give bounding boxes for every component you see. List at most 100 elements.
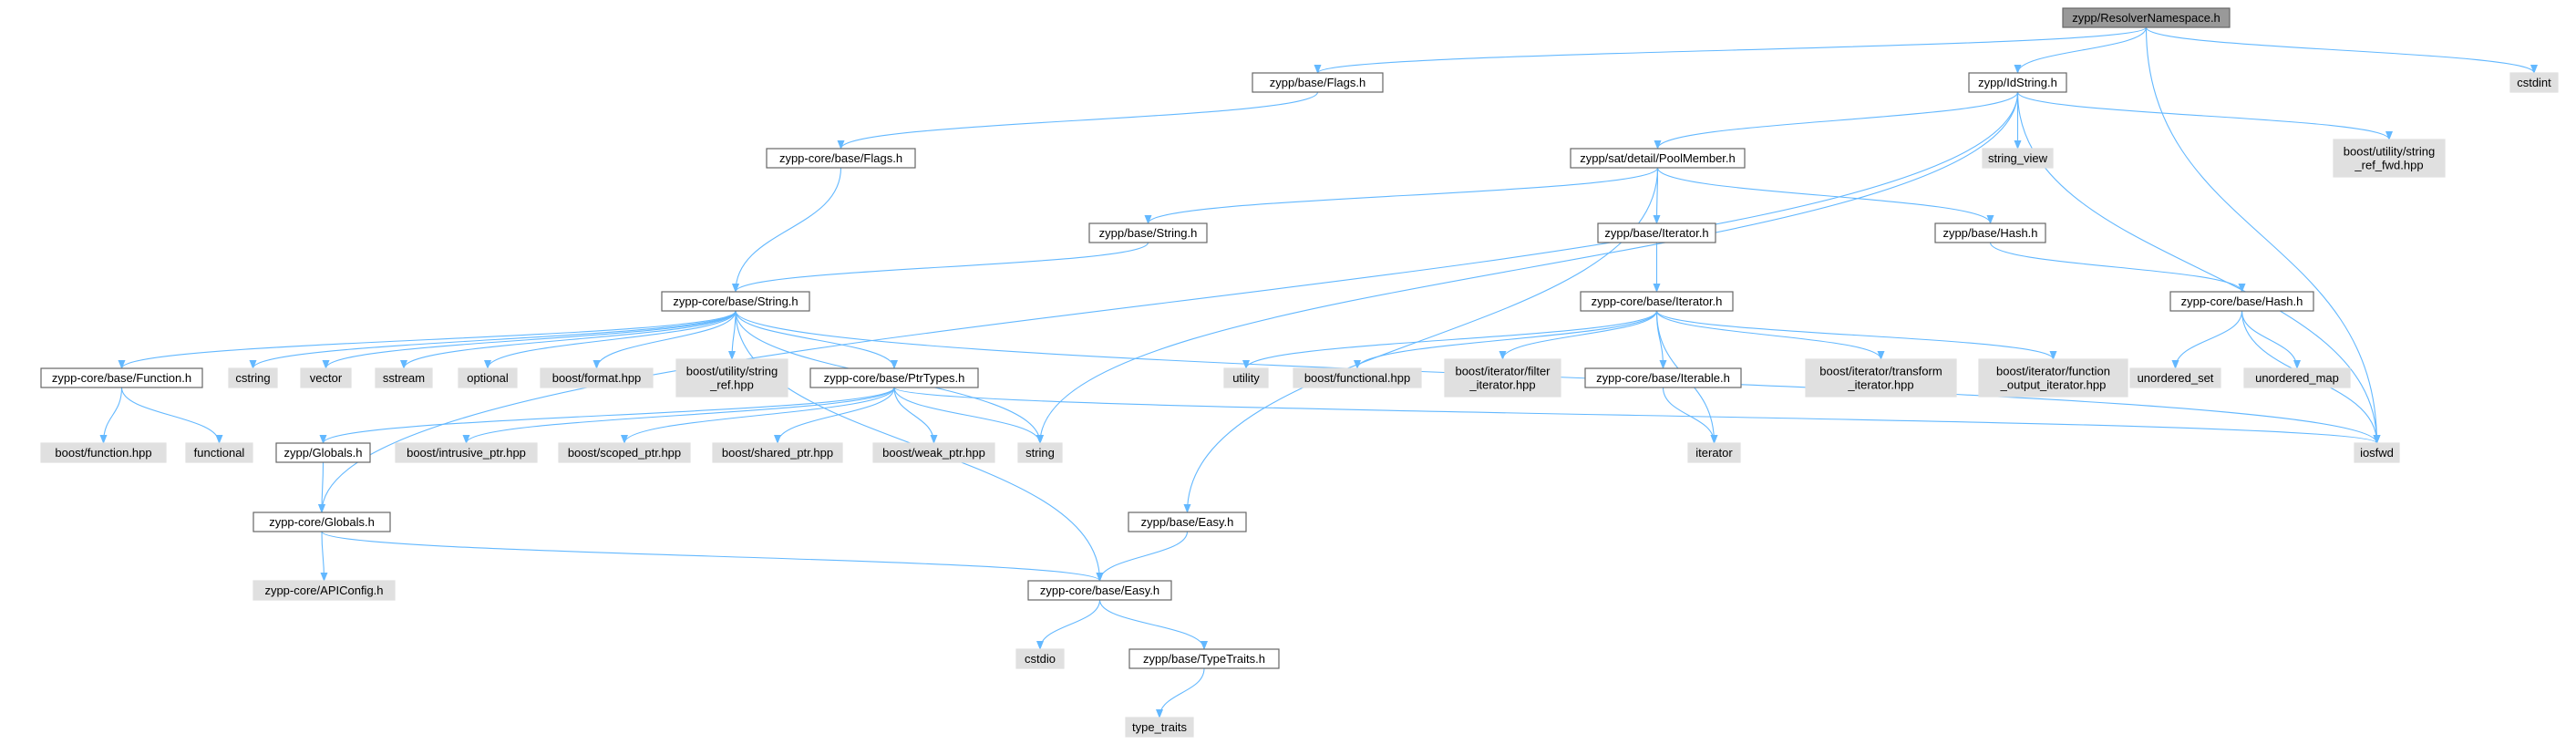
node-box (40, 367, 203, 388)
node-core_globals[interactable]: zypp-core/Globals.h (252, 512, 391, 532)
edge-core_ptrtypes-to-zypp_globals (319, 387, 895, 444)
node-box (2062, 7, 2231, 28)
edge-zypp_globals-to-core_globals (318, 461, 326, 513)
node-label: utility (1232, 371, 1260, 385)
edge-core_iterable-to-iterator (1662, 387, 1718, 444)
node-box (1934, 222, 2046, 243)
node-string_view: string_view (1982, 148, 2054, 169)
node-zypp_globals[interactable]: zypp/Globals.h (275, 442, 371, 463)
edge-core_function-to-boost_function (99, 387, 123, 444)
node-boost_function: boost/function.hpp (40, 442, 167, 463)
edge-idstring-to-core_globals (318, 91, 2019, 513)
node-typetraits[interactable]: zypp/base/TypeTraits.h (1128, 648, 1280, 669)
edge-core_string-to-vector (322, 310, 737, 369)
node-core_easy[interactable]: zypp-core/base/Easy.h (1027, 580, 1172, 601)
node-shared_ptr: boost/shared_ptr.hpp (712, 442, 843, 463)
edge-poolmember-to-base_hash (1656, 167, 1994, 224)
node-core_flags[interactable]: zypp-core/base/Flags.h (766, 148, 916, 169)
node-label: zypp-core/base/Easy.h (1040, 584, 1159, 597)
node-base_flags[interactable]: zypp/base/Flags.h (1252, 72, 1384, 93)
node-box (540, 367, 654, 388)
node-label: vector (310, 371, 343, 385)
node-box (1982, 148, 2054, 169)
node-box (766, 148, 916, 169)
node-label: type_traits (1132, 720, 1187, 734)
node-functional: functional (185, 442, 253, 463)
node-label: zypp/ResolverNamespace.h (2072, 11, 2221, 25)
node-box (252, 580, 396, 601)
node-box (185, 442, 253, 463)
node-label: zypp-core/base/Function.h (52, 371, 191, 385)
node-iosfwd: iosfwd (2354, 442, 2400, 463)
edge-base_easy-to-core_easy (1096, 531, 1189, 582)
node-vector: vector (300, 367, 352, 388)
edge-core_ptrtypes-to-scoped_ptr (621, 387, 895, 444)
node-label: iosfwd (2360, 446, 2394, 460)
node-box (1128, 512, 1247, 532)
node-label: sstream (383, 371, 425, 385)
node-box (1978, 358, 2128, 398)
edge-core_iterator-to-utility (1242, 310, 1658, 369)
node-box (1968, 72, 2067, 93)
node-weak_ptr: boost/weak_ptr.hpp (872, 442, 995, 463)
node-label: cstring (235, 371, 270, 385)
node-box (675, 358, 788, 398)
edge-core_string-to-cstring (249, 310, 737, 369)
node-box (1017, 442, 1063, 463)
node-idstring[interactable]: zypp/IdString.h (1968, 72, 2067, 93)
node-resolver[interactable]: zypp/ResolverNamespace.h (2062, 7, 2231, 28)
node-box (40, 442, 167, 463)
node-poolmember[interactable]: zypp/sat/detail/PoolMember.h (1570, 148, 1746, 169)
edge-resolver-to-cstdint (2145, 26, 2538, 74)
node-box (1597, 222, 1716, 243)
node-label: optional (467, 371, 509, 385)
node-cstdint: cstdint (2509, 72, 2559, 93)
node-label: zypp-core/Globals.h (269, 515, 375, 529)
node-label: zypp-core/base/Flags.h (779, 151, 902, 165)
node-filter_iterator: boost/iterator/filter_iterator.hpp (1444, 358, 1561, 398)
node-label: boost/utility/string (2344, 145, 2435, 159)
node-iterator: iterator (1687, 442, 1741, 463)
node-label: _output_iterator.hpp (2000, 378, 2107, 392)
node-core_iterable[interactable]: zypp-core/base/Iterable.h (1584, 367, 1742, 388)
node-label: boost/functional.hpp (1304, 371, 1410, 385)
node-sstream: sstream (375, 367, 433, 388)
edge-resolver-to-idstring (2014, 26, 2148, 74)
node-core_iterator[interactable]: zypp-core/base/Iterator.h (1580, 291, 1734, 312)
node-base_string[interactable]: zypp/base/String.h (1088, 222, 1208, 243)
node-core_hash[interactable]: zypp-core/base/Hash.h (2169, 291, 2314, 312)
node-box (1584, 367, 1742, 388)
node-box (1580, 291, 1734, 312)
node-label: boost/iterator/function (1996, 365, 2110, 378)
node-base_easy[interactable]: zypp/base/Easy.h (1128, 512, 1247, 532)
edge-core_iterator-to-boost_functional (1354, 310, 1658, 369)
node-boost_format: boost/format.hpp (540, 367, 654, 388)
node-base_hash[interactable]: zypp/base/Hash.h (1934, 222, 2046, 243)
edge-idstring-to-string_ref_fwd (2016, 91, 2393, 140)
node-label: zypp/Globals.h (284, 446, 363, 460)
node-label: boost/function.hpp (55, 446, 151, 460)
node-unordered_map: unordered_map (2243, 367, 2351, 388)
node-cstring: cstring (228, 367, 278, 388)
edge-core_globals-to-core_easy (321, 531, 1104, 582)
node-core_string[interactable]: zypp-core/base/String.h (661, 291, 810, 312)
node-core_ptrtypes[interactable]: zypp-core/base/PtrTypes.h (809, 367, 979, 388)
node-box (1687, 442, 1741, 463)
node-base_iterator[interactable]: zypp/base/Iterator.h (1597, 222, 1716, 243)
edge-core_easy-to-typetraits (1098, 599, 1208, 650)
edge-core_string-to-core_function (118, 310, 737, 369)
node-box (1293, 367, 1422, 388)
node-box (809, 367, 979, 388)
edge-resolver-to-base_flags (1314, 26, 2148, 74)
node-label: unordered_map (2255, 371, 2339, 385)
node-label: boost/iterator/filter (1455, 365, 1551, 378)
node-label: functional (194, 446, 245, 460)
edge-core_globals-to-apiconfig (320, 531, 328, 582)
edge-core_string-to-core_ptrtypes (735, 310, 898, 369)
node-label: zypp/base/String.h (1099, 226, 1198, 240)
node-label: zypp/base/TypeTraits.h (1143, 652, 1265, 666)
node-unordered_set: unordered_set (2129, 367, 2221, 388)
node-label: boost/scoped_ptr.hpp (568, 446, 681, 460)
node-boost_functional: boost/functional.hpp (1293, 367, 1422, 388)
node-core_function[interactable]: zypp-core/base/Function.h (40, 367, 203, 388)
